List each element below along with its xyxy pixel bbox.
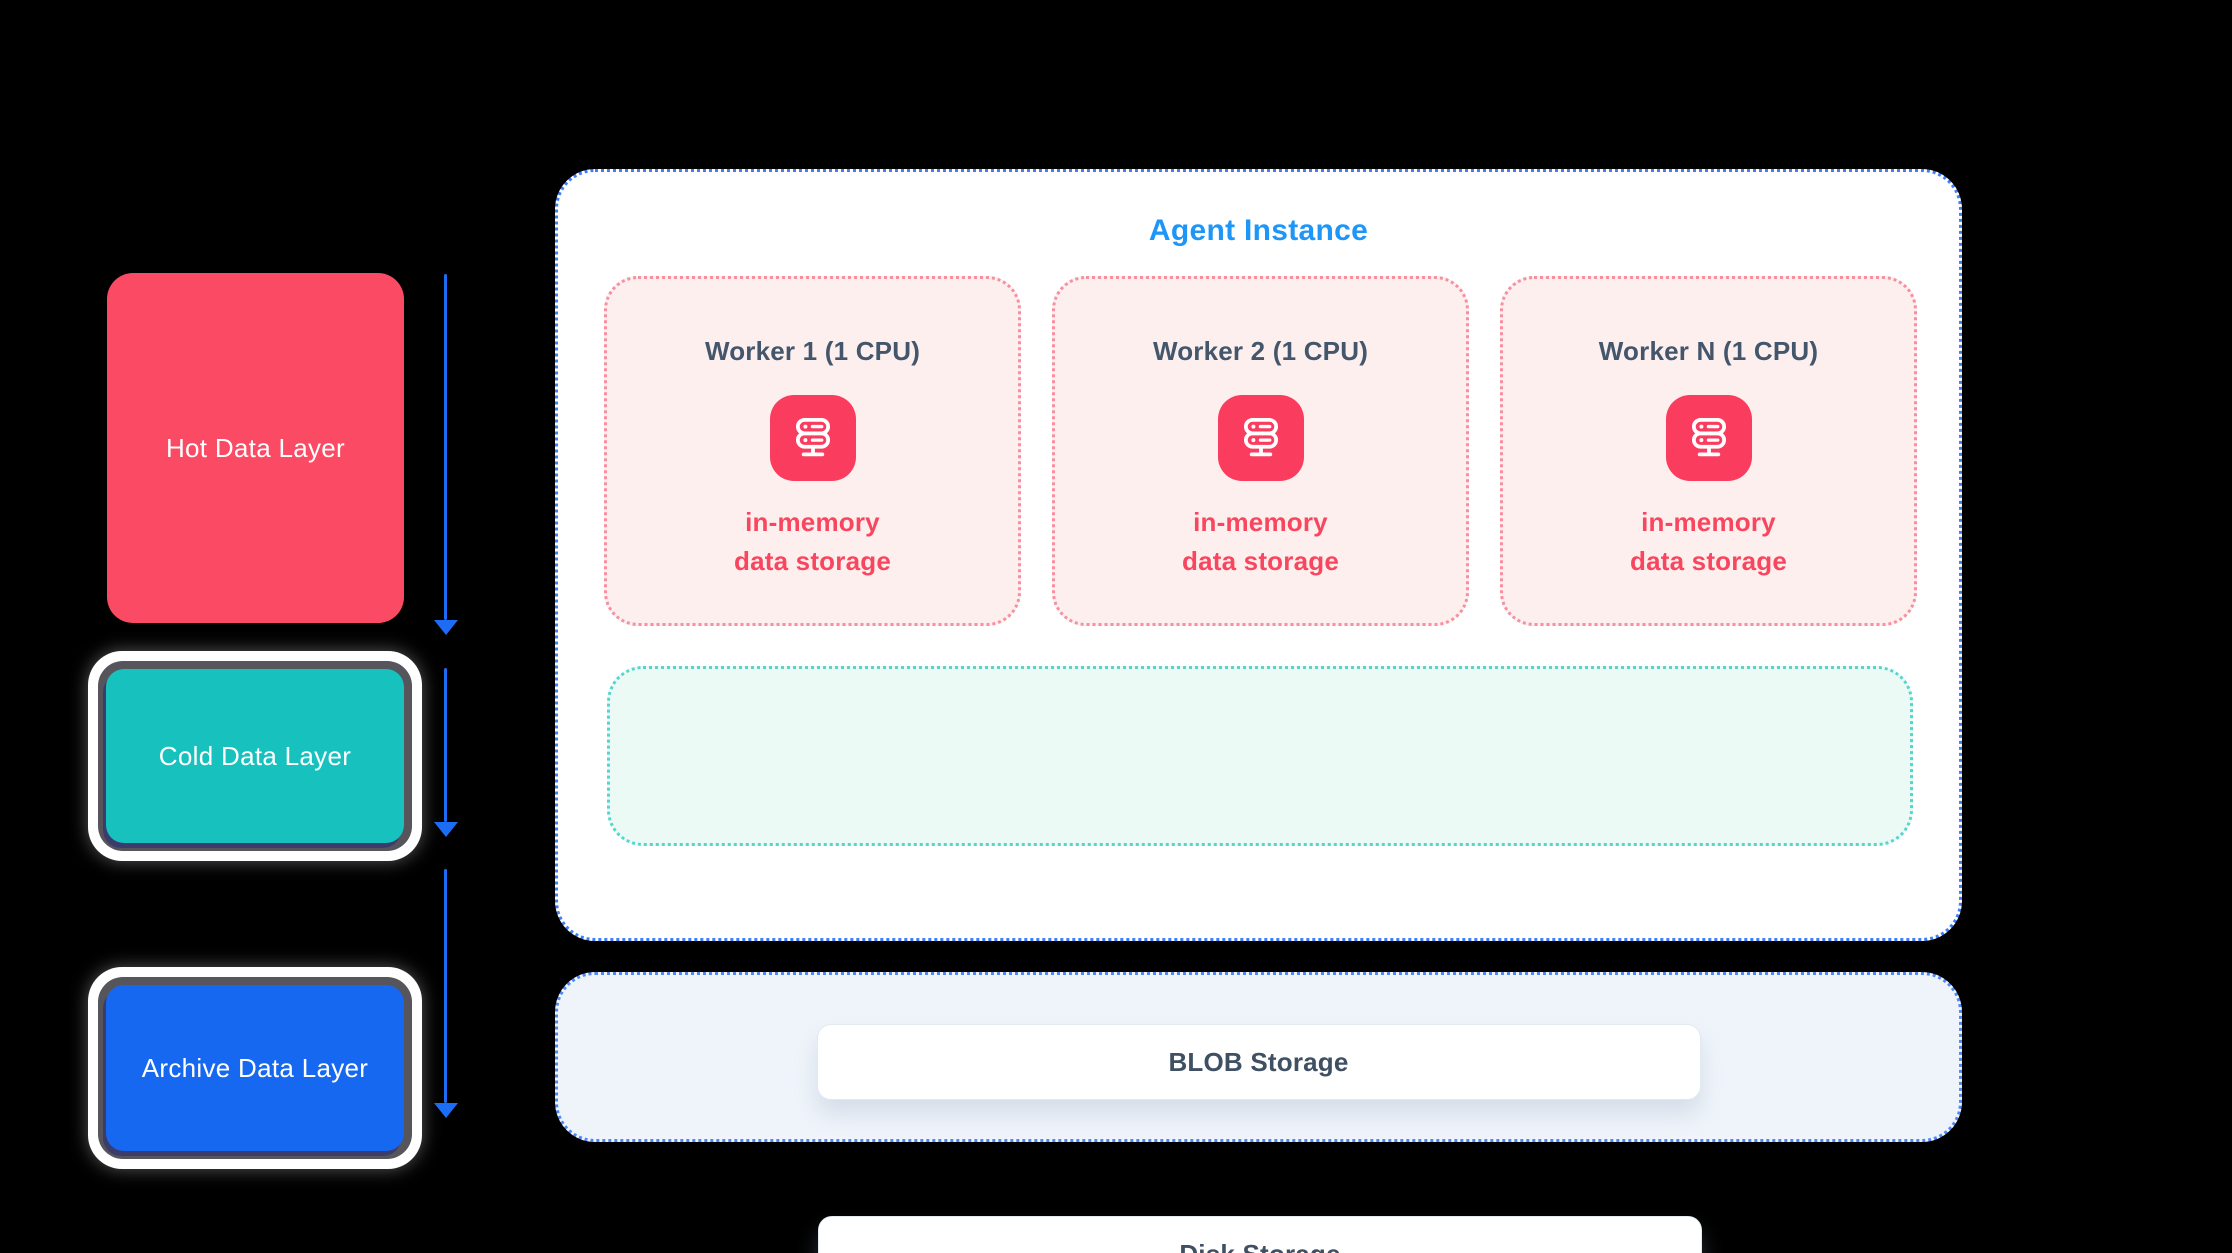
flow-arrow-line-1	[444, 274, 447, 620]
blob-storage-zone: BLOB Storage	[555, 972, 1962, 1142]
cold-data-layer-box: Cold Data Layer	[106, 669, 404, 843]
blob-storage-node[interactable]: BLOB Storage	[816, 1024, 1701, 1100]
archive-data-layer-node[interactable]: Archive Data Layer	[88, 967, 422, 1169]
hot-data-layer-node[interactable]: Hot Data Layer	[107, 273, 404, 623]
agent-instance-box[interactable]: Agent Instance Worker 1 (1 CPU) in-memor…	[555, 169, 1962, 1253]
selection-ring: Archive Data Layer	[98, 977, 412, 1159]
caption-line-2: data storage	[1629, 546, 1787, 576]
worker-2-title: Worker 2 (1 CPU)	[1152, 336, 1369, 366]
caption-line-1: in-memory	[745, 507, 880, 537]
caption-line-1: in-memory	[1641, 507, 1776, 537]
hot-data-layer-label: Hot Data Layer	[165, 432, 346, 463]
worker-n-title: Worker N (1 CPU)	[1598, 336, 1819, 366]
selection-ring: Cold Data Layer	[98, 661, 412, 851]
caption-line-2: data storage	[1181, 546, 1339, 576]
agent-instance-title: Agent Instance	[1148, 214, 1369, 247]
flow-arrowhead-1	[434, 620, 458, 635]
worker-n-box[interactable]: Worker N (1 CPU) in-memory data storage	[1500, 276, 1917, 626]
archive-data-layer-box: Archive Data Layer	[106, 985, 404, 1151]
worker-1-title: Worker 1 (1 CPU)	[704, 336, 921, 366]
disk-storage-label: Disk Storage	[1179, 1239, 1340, 1253]
worker-n-caption: in-memory data storage	[1503, 503, 1914, 581]
worker-2-box[interactable]: Worker 2 (1 CPU) in-memory data storage	[1052, 276, 1469, 626]
cold-data-layer-node[interactable]: Cold Data Layer	[88, 651, 422, 861]
server-icon	[1217, 395, 1304, 481]
disk-storage-node[interactable]: Disk Storage	[818, 1216, 1702, 1253]
flow-arrow-line-3	[444, 869, 447, 1103]
caption-line-2: data storage	[733, 546, 891, 576]
worker-1-box[interactable]: Worker 1 (1 CPU) in-memory data storage	[604, 276, 1021, 626]
flow-arrowhead-2	[434, 822, 458, 837]
worker-1-caption: in-memory data storage	[607, 503, 1018, 581]
server-icon	[769, 395, 856, 481]
disk-storage-zone: Disk Storage	[607, 666, 1913, 1253]
worker-2-caption: in-memory data storage	[1055, 503, 1466, 581]
flow-arrow-line-2	[444, 668, 447, 822]
server-icon	[1665, 395, 1752, 481]
flow-arrowhead-3	[434, 1103, 458, 1118]
blob-storage-label: BLOB Storage	[1168, 1046, 1349, 1077]
archive-data-layer-label: Archive Data Layer	[141, 1052, 369, 1083]
caption-line-1: in-memory	[1193, 507, 1328, 537]
cold-data-layer-label: Cold Data Layer	[158, 740, 352, 771]
